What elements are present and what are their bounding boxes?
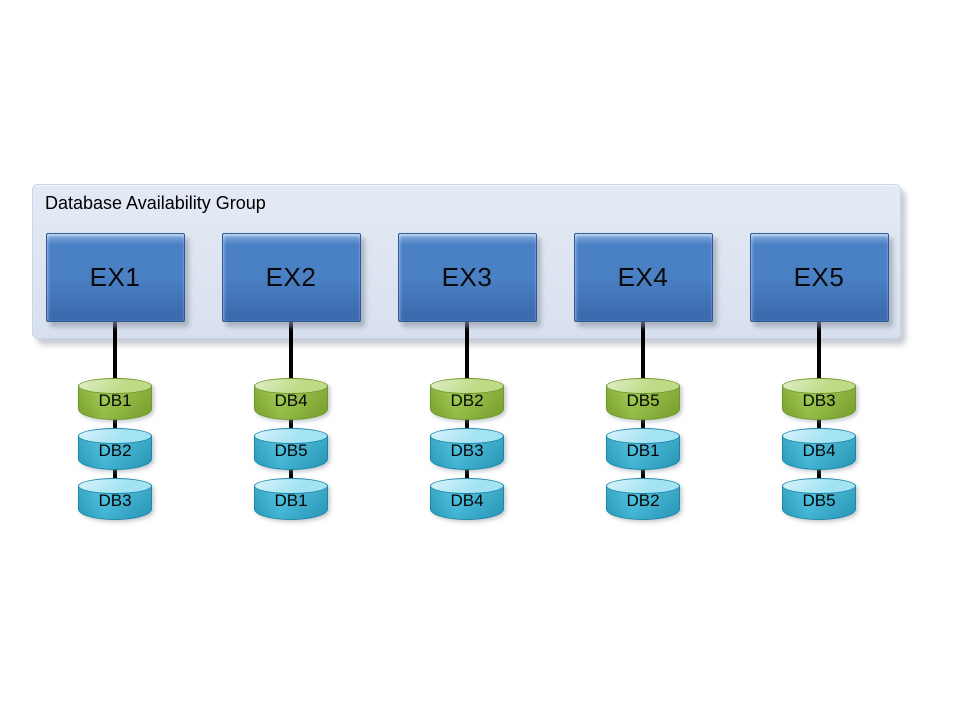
database-cylinder: DB1 bbox=[254, 478, 328, 520]
cylinder-top-shape bbox=[78, 428, 152, 444]
server-box: EX2 bbox=[221, 233, 361, 322]
cylinder-top-shape bbox=[782, 378, 856, 394]
database-cylinder: DB2 bbox=[430, 378, 504, 420]
database-cylinder: DB2 bbox=[78, 428, 152, 470]
dag-title: Database Availability Group bbox=[45, 193, 266, 213]
database-label: DB4 bbox=[274, 391, 308, 410]
database-label: DB3 bbox=[98, 491, 132, 510]
database-label: DB2 bbox=[98, 441, 132, 460]
database-cylinder: DB3 bbox=[78, 478, 152, 520]
cylinder-top-shape bbox=[606, 428, 680, 444]
database-stack: DB5 DB1 DB2 bbox=[573, 378, 713, 528]
cylinder-top-shape bbox=[606, 378, 680, 394]
database-cylinder: DB2 bbox=[606, 478, 680, 520]
cylinder-top-shape bbox=[430, 378, 504, 394]
server-label: EX1 bbox=[89, 262, 141, 292]
database-label: DB5 bbox=[802, 491, 836, 510]
server-label: EX3 bbox=[441, 262, 493, 292]
database-stack: DB1 DB2 DB3 bbox=[45, 378, 185, 528]
cylinder-top-shape bbox=[254, 428, 328, 444]
database-cylinder: DB5 bbox=[254, 428, 328, 470]
database-cylinder: DB1 bbox=[606, 428, 680, 470]
database-label: DB5 bbox=[626, 391, 660, 410]
server-label: EX5 bbox=[793, 262, 845, 292]
cylinder-top-shape bbox=[78, 478, 152, 494]
cylinder-top-shape bbox=[430, 478, 504, 494]
cylinder-top-shape bbox=[782, 478, 856, 494]
database-label: DB1 bbox=[626, 441, 660, 460]
server-label: EX4 bbox=[617, 262, 669, 292]
database-cylinder: DB5 bbox=[782, 478, 856, 520]
cylinder-top-shape bbox=[254, 378, 328, 394]
server-column: EX5 DB3 DB4 DB5 bbox=[749, 233, 889, 523]
cylinder-top-shape bbox=[606, 478, 680, 494]
server-box: EX1 bbox=[45, 233, 185, 322]
database-label: DB1 bbox=[274, 491, 308, 510]
server-box: EX3 bbox=[397, 233, 537, 322]
database-cylinder: DB4 bbox=[254, 378, 328, 420]
cylinder-top-shape bbox=[782, 428, 856, 444]
server-box: EX4 bbox=[573, 233, 713, 322]
server-box: EX5 bbox=[749, 233, 889, 322]
server-column: EX1 DB1 DB2 DB3 bbox=[45, 233, 185, 523]
cylinder-top-shape bbox=[254, 478, 328, 494]
database-cylinder: DB5 bbox=[606, 378, 680, 420]
server-column: EX2 DB4 DB5 DB1 bbox=[221, 233, 361, 523]
database-label: DB5 bbox=[274, 441, 308, 460]
database-stack: DB4 DB5 DB1 bbox=[221, 378, 361, 528]
server-column: EX3 DB2 DB3 DB4 bbox=[397, 233, 537, 523]
cylinder-top-shape bbox=[430, 428, 504, 444]
database-cylinder: DB3 bbox=[782, 378, 856, 420]
database-label: DB3 bbox=[450, 441, 484, 460]
database-stack: DB2 DB3 DB4 bbox=[397, 378, 537, 528]
server-label: EX2 bbox=[265, 262, 317, 292]
database-label: DB4 bbox=[802, 441, 836, 460]
database-label: DB4 bbox=[450, 491, 484, 510]
server-column: EX4 DB5 DB1 DB2 bbox=[573, 233, 713, 523]
database-cylinder: DB1 bbox=[78, 378, 152, 420]
cylinder-top-shape bbox=[78, 378, 152, 394]
database-cylinder: DB4 bbox=[430, 478, 504, 520]
database-label: DB2 bbox=[450, 391, 484, 410]
database-cylinder: DB3 bbox=[430, 428, 504, 470]
database-label: DB3 bbox=[802, 391, 836, 410]
database-label: DB1 bbox=[98, 391, 132, 410]
database-stack: DB3 DB4 DB5 bbox=[749, 378, 889, 528]
database-label: DB2 bbox=[626, 491, 660, 510]
database-cylinder: DB4 bbox=[782, 428, 856, 470]
